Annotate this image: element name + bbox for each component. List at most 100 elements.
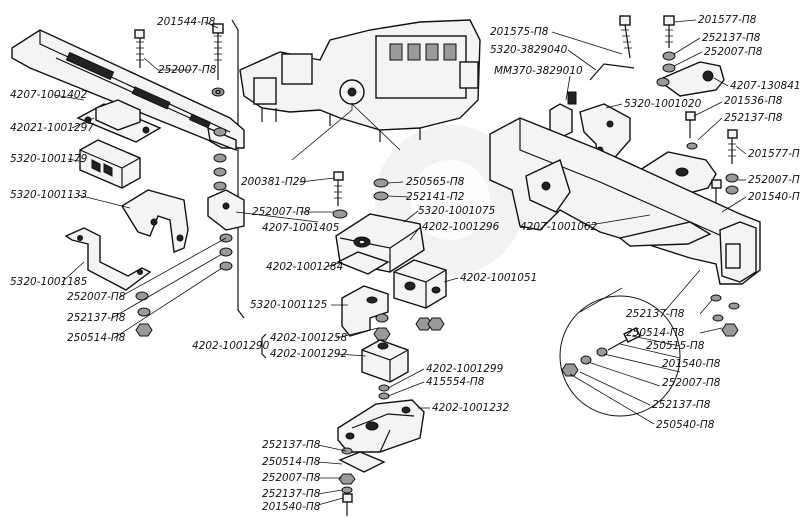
label: 252137-П8 (262, 439, 321, 451)
detail-circle (559, 269, 701, 417)
label: 200381-П29 (241, 176, 306, 188)
washer-stack-bracket (219, 233, 233, 271)
rubber-block-part (79, 139, 141, 189)
nut-stack-lower-left (135, 291, 153, 337)
label: 4202-1001051 (460, 272, 537, 284)
part-labels: 201544-П8 252007-П8 4207-1001402 42021-1… (10, 14, 800, 513)
detail-bolt (607, 327, 641, 351)
block-1001051-part (393, 259, 447, 309)
label: 252007-П8 (662, 377, 721, 389)
rod-3829040 (589, 63, 635, 81)
washer-1001299 (378, 384, 390, 392)
engine-leader-1 (291, 104, 353, 161)
label: 4202-1001284 (266, 261, 343, 273)
bracket-1001133-part (121, 189, 189, 253)
label: 201540-П8 (748, 191, 800, 203)
label: 250540-П8 (656, 419, 715, 431)
label: 201544-П8 (157, 16, 216, 28)
bolt-201540-bottom (342, 493, 353, 516)
label: 252137-П8 (262, 488, 321, 500)
bolt-201544 (211, 23, 225, 97)
label: 201536-П8 (724, 95, 783, 107)
label: 4202-1001292 (270, 348, 348, 360)
label: 252137-П8 (652, 399, 711, 411)
label: 4207-1001405 (262, 222, 340, 234)
washer-415554 (378, 392, 390, 400)
label: 252137-П8 (67, 312, 126, 324)
engine-assembly (239, 19, 481, 142)
cushion-1001292-part (361, 339, 409, 383)
label: 4202-1001232 (432, 402, 510, 414)
washer-right-c (712, 314, 724, 322)
label: 5320-1001133 (10, 189, 87, 201)
bracket-1308411-part (656, 61, 725, 97)
bottom-plate-part (338, 451, 386, 473)
label: 201540-П8 (662, 358, 721, 370)
label: 5320-1001075 (418, 205, 496, 217)
label: 5320-1001179 (10, 153, 88, 165)
label: 252007-П8 (252, 206, 311, 218)
washer-252137-bottom-a (341, 447, 353, 455)
label: 4207-1308411 (730, 80, 800, 92)
label: 252007-П8 (704, 46, 763, 58)
washer-252137-bottom-b (341, 486, 353, 494)
label: 4202-1001296 (422, 221, 500, 233)
washer-right-b (728, 302, 740, 310)
label: 250514-П8 (262, 456, 321, 468)
label: 4202-1001290 (192, 340, 270, 352)
bracket-1001405-part (207, 189, 245, 231)
label: 4202-1001299 (426, 363, 504, 375)
washer-252007-center (332, 209, 348, 219)
label: 252137-П8 (626, 308, 685, 320)
front-beam-part (11, 29, 245, 152)
label: 250514-П8 (626, 327, 685, 339)
nut-right-1 (415, 317, 433, 331)
label: ММ370-3829010 (494, 65, 583, 77)
bracket-1001185-part (64, 227, 152, 291)
bolt-201577-right (725, 129, 739, 195)
label: 250514-П8 (67, 332, 126, 344)
nut-250514-right (721, 323, 739, 337)
label: 201575-П8 (490, 26, 549, 38)
label: 250515-П8 (646, 340, 705, 352)
plate-1001284-part (336, 251, 390, 275)
nut-right-2 (427, 317, 445, 331)
crossmember-1001062-part (489, 117, 761, 285)
bolt-left-upper (134, 29, 145, 68)
label: 201577-П8 (748, 148, 800, 160)
label: 5320-1001185 (10, 276, 88, 288)
label: 252137-П8 (724, 112, 783, 124)
label: 252007-П8 (262, 472, 321, 484)
bracket-1001125-part (341, 285, 389, 337)
label: 250565-П8 (406, 176, 465, 188)
label: 5320-1001125 (250, 299, 328, 311)
label: 252137-П8 (702, 32, 761, 44)
label: 4207-1001062 (520, 221, 598, 233)
mount-plate-part (76, 99, 162, 143)
label: 252007-П8 (67, 291, 126, 303)
label: 4207-1001402 (10, 89, 88, 101)
washer-stack-left (213, 127, 227, 191)
label: 4202-1001258 (270, 332, 348, 344)
label: 415554-П8 (426, 376, 485, 388)
divider-line-left (231, 19, 245, 319)
washer-1001258 (375, 313, 389, 323)
nut-250514-bottom (338, 473, 356, 485)
label: 252141-П2 (406, 191, 465, 203)
washer-252141 (373, 191, 389, 201)
engine-leader-2 (351, 103, 401, 151)
nut-250565 (373, 178, 389, 188)
lower-bracket-1001232-part (337, 399, 425, 453)
label: 42021-1001297 (10, 122, 94, 134)
bolt-200381 (333, 171, 344, 206)
label: 201577-П8 (698, 14, 757, 26)
label: 5320-3829040 (490, 44, 568, 56)
label: 5320-1001020 (624, 98, 702, 110)
nut-1001258 (373, 327, 391, 341)
label: 201540-П8 (262, 501, 321, 513)
bolt-201575 (619, 15, 632, 59)
label: 252007-П8 (158, 64, 217, 76)
bolt-201577-top (662, 15, 676, 73)
